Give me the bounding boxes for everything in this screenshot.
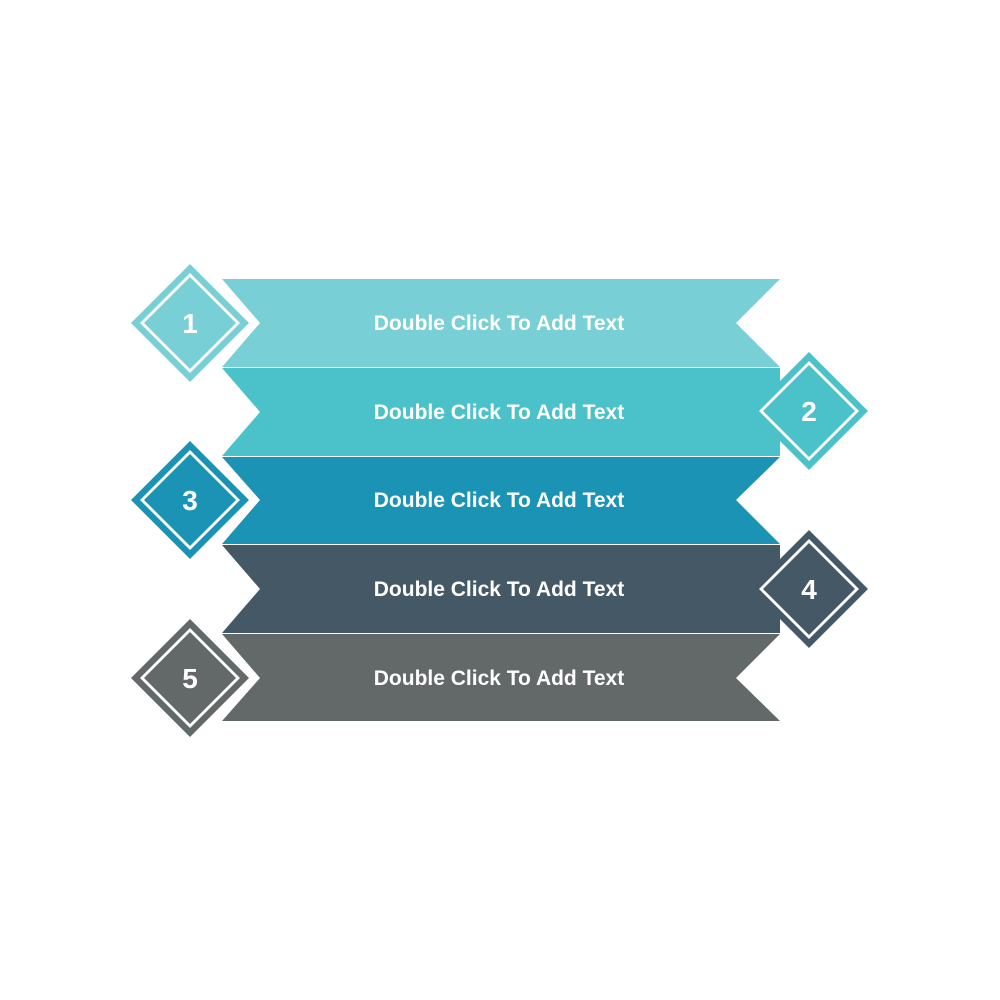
step-4-label[interactable]: Double Click To Add Text bbox=[374, 578, 624, 601]
step-4-band[interactable] bbox=[222, 545, 780, 633]
step-4-number: 4 bbox=[801, 574, 817, 605]
step-1-band[interactable] bbox=[222, 279, 780, 367]
step-1-badge-inner bbox=[144, 277, 236, 369]
step-5-band[interactable] bbox=[222, 634, 780, 721]
step-2-label[interactable]: Double Click To Add Text bbox=[374, 401, 624, 424]
step-5-badge: 5 bbox=[131, 619, 249, 737]
step-2-band[interactable] bbox=[222, 368, 780, 456]
step-5: Double Click To Add Text 5 bbox=[131, 619, 780, 737]
step-3-badge: 3 bbox=[131, 441, 249, 559]
step-1-badge: 1 bbox=[131, 264, 249, 382]
step-2-badge-inner bbox=[763, 365, 855, 457]
step-4-badge-inner bbox=[763, 543, 855, 635]
step-2-badge: 2 bbox=[750, 352, 868, 470]
step-2-number: 2 bbox=[801, 396, 817, 427]
step-1-number: 1 bbox=[182, 308, 198, 339]
step-3-badge-inner bbox=[144, 454, 236, 546]
step-3-number: 3 bbox=[182, 485, 198, 516]
step-2: Double Click To Add Text 2 bbox=[222, 352, 868, 470]
step-5-number: 5 bbox=[182, 663, 198, 694]
step-1: Double Click To Add Text 1 bbox=[131, 264, 780, 382]
step-4: Double Click To Add Text 4 bbox=[222, 530, 868, 648]
step-5-label[interactable]: Double Click To Add Text bbox=[374, 667, 624, 690]
step-3-band[interactable] bbox=[222, 457, 780, 544]
step-3: Double Click To Add Text 3 bbox=[131, 441, 780, 559]
step-3-label[interactable]: Double Click To Add Text bbox=[374, 489, 624, 512]
step-1-label[interactable]: Double Click To Add Text bbox=[374, 312, 624, 335]
step-5-badge-inner bbox=[144, 632, 236, 724]
step-4-badge: 4 bbox=[750, 530, 868, 648]
